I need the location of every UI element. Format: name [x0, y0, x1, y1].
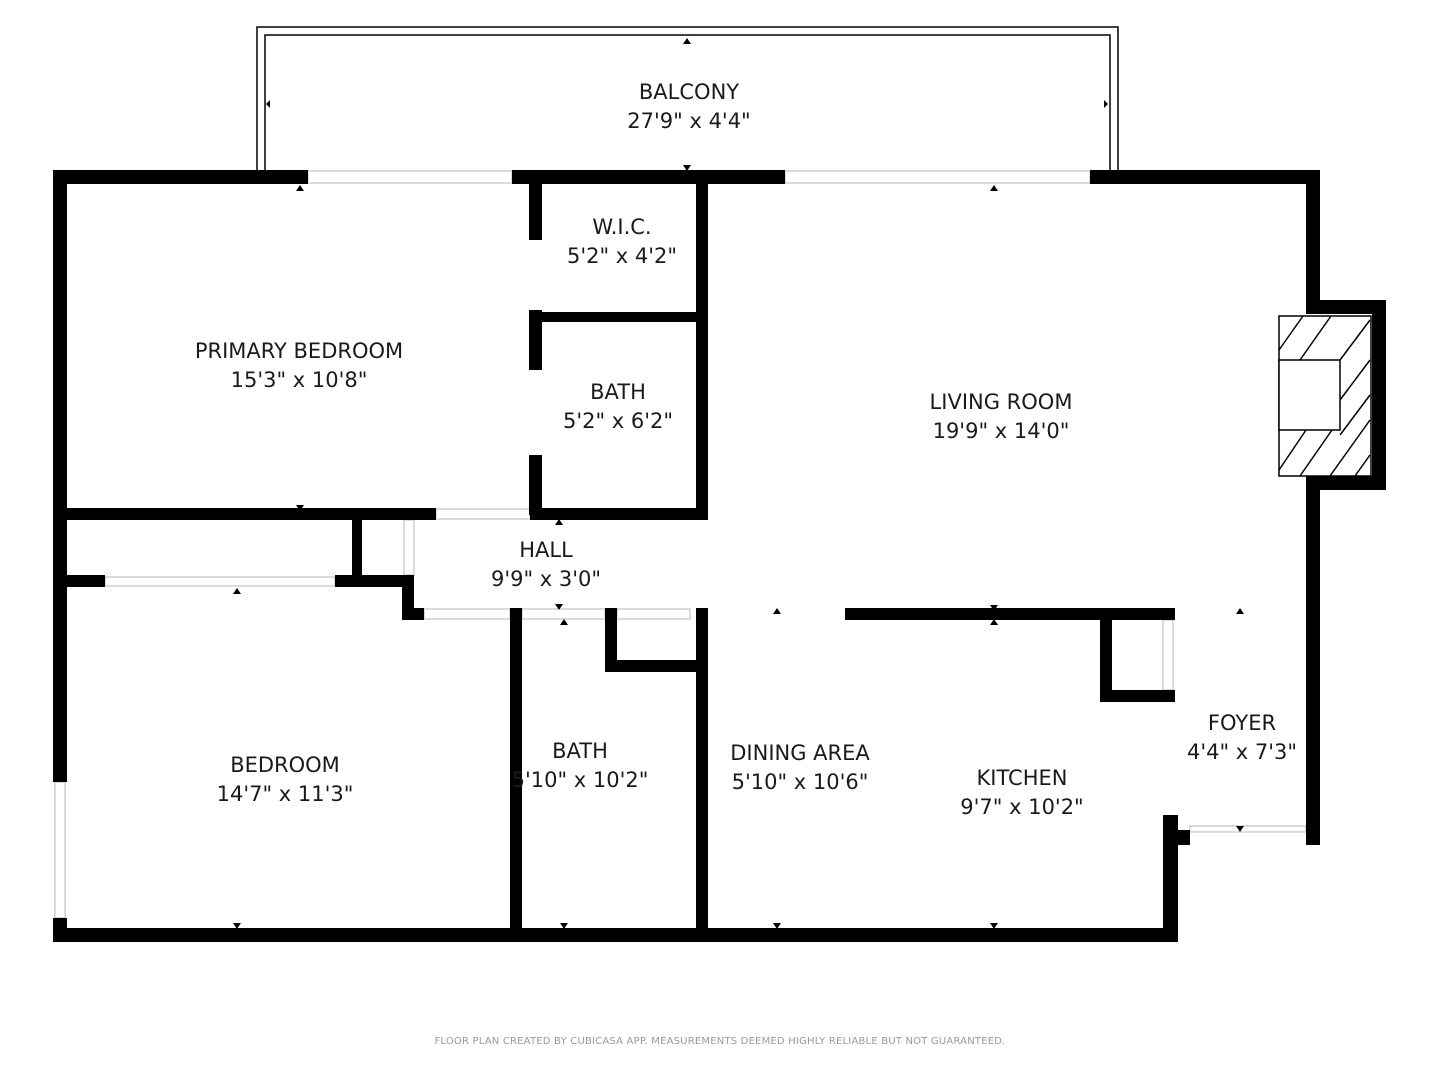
room-name: BATH [552, 739, 608, 763]
room-label-wic: W.I.C. 5'2" x 4'2" [567, 213, 677, 271]
room-label-balcony: BALCONY 27'9" x 4'4" [627, 78, 750, 136]
room-name: BALCONY [638, 80, 740, 104]
room-size: 19'9" x 14'0" [932, 419, 1070, 443]
room-label-bedroom: BEDROOM 14'7" x 11'3" [217, 751, 354, 809]
room-name: W.I.C. [592, 215, 652, 239]
room-size: 9'9" x 3'0" [490, 567, 602, 591]
room-name: KITCHEN [976, 766, 1068, 790]
room-size: 27'9" x 4'4" [627, 109, 751, 133]
room-size: 15'3" x 10'8" [230, 368, 368, 392]
room-name: FOYER [1207, 711, 1277, 735]
room-label-bath-1: BATH 5'2" x 6'2" [563, 378, 673, 436]
room-name: HALL [519, 538, 573, 562]
balcony-railing [256, 26, 1119, 170]
walls [53, 170, 1386, 942]
room-name: BATH [590, 380, 646, 404]
room-label-bath-2: BATH 5'10" x 10'2" [512, 737, 649, 795]
room-label-dining-area: DINING AREA 5'10" x 10'6" [730, 739, 870, 797]
room-label-kitchen: KITCHEN 9'7" x 10'2" [960, 764, 1083, 822]
room-name: LIVING ROOM [929, 390, 1073, 414]
room-size: 14'7" x 11'3" [216, 782, 354, 806]
room-size: 5'10" x 10'6" [731, 770, 869, 794]
room-size: 4'4" x 7'3" [1186, 740, 1298, 764]
room-size: 5'2" x 4'2" [566, 244, 678, 268]
room-label-foyer: FOYER 4'4" x 7'3" [1187, 709, 1297, 767]
room-name: PRIMARY BEDROOM [194, 339, 404, 363]
room-name: BEDROOM [230, 753, 340, 777]
room-label-living-room: LIVING ROOM 19'9" x 14'0" [930, 388, 1073, 446]
footer-disclaimer: FLOOR PLAN CREATED BY CUBICASA APP. MEAS… [434, 1036, 1006, 1047]
room-size: 9'7" x 10'2" [960, 795, 1084, 819]
room-size: 5'10" x 10'2" [511, 768, 649, 792]
dimension-arrows [233, 38, 1244, 929]
room-label-hall: HALL 9'9" x 3'0" [491, 536, 601, 594]
room-label-primary-bedroom: PRIMARY BEDROOM 15'3" x 10'8" [195, 337, 403, 395]
fireplace [1278, 315, 1372, 477]
room-name: DINING AREA [730, 741, 870, 765]
room-size: 5'2" x 6'2" [562, 409, 674, 433]
